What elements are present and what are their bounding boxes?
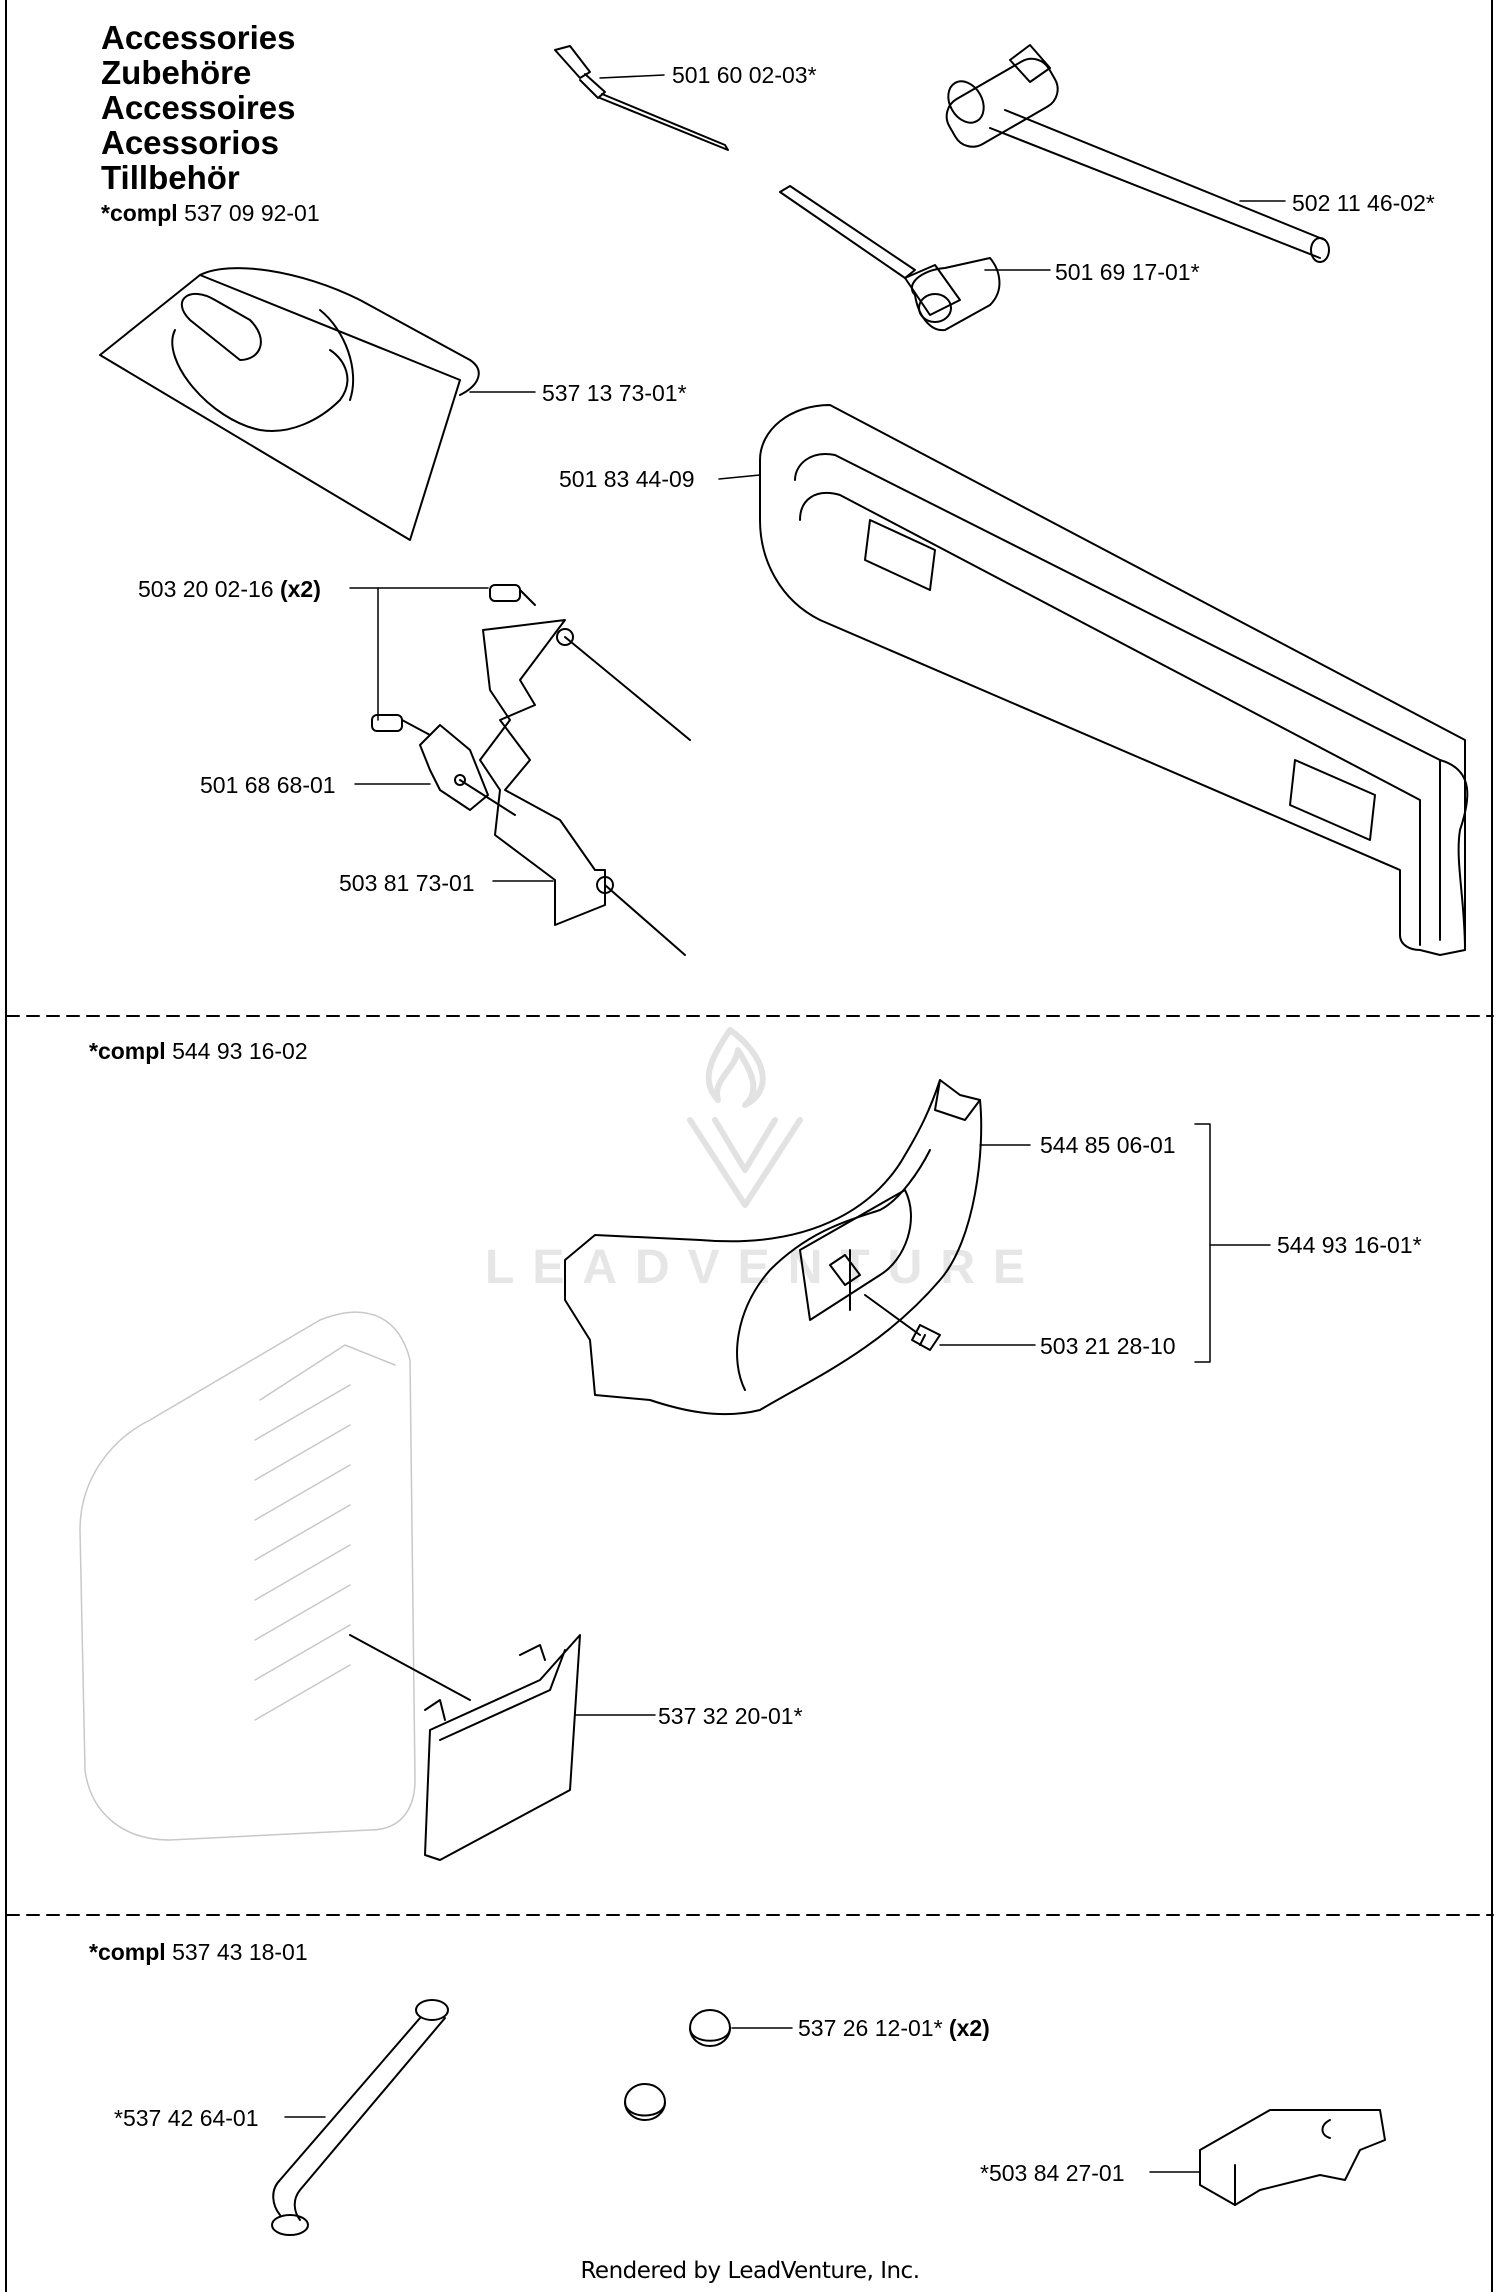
- screwdriver-wrench-icon: [779, 185, 1001, 332]
- file-tool-icon: [554, 45, 729, 151]
- part-label-537-26-12-01: 537 26 12-01* (x2): [798, 2015, 990, 2041]
- part-label-501-69-17-01: 501 69 17-01*: [1055, 259, 1200, 285]
- part-label-537-32-20-01: 537 32 20-01*: [658, 1703, 803, 1729]
- part-label-501-68-68-01: 501 68 68-01: [200, 772, 336, 798]
- chain-catcher-bracket-icon: [371, 584, 691, 956]
- part-label-502-11-46-02: 502 11 46-02*: [1292, 190, 1435, 216]
- part-label-501-83-44-09: 501 83 44-09: [559, 466, 695, 492]
- tool-bag-icon: [99, 267, 480, 541]
- section-2-compl: *compl 544 93 16-02: [89, 1038, 308, 1064]
- oil-hose-icon: [271, 1999, 449, 2236]
- side-cover-icon: [564, 1079, 983, 1416]
- diagram-border: [5, 0, 1493, 2292]
- part-label-544-85-06-01: 544 85 06-01: [1040, 1132, 1176, 1158]
- part-label-537-42-64-01: *537 42 64-01: [114, 2105, 259, 2131]
- leader-lines: [284, 74, 1286, 2173]
- footer-credit: Rendered by LeadVenture, Inc.: [580, 2258, 920, 2284]
- combination-wrench-icon: [945, 44, 1330, 263]
- title-swedish: Tillbehör: [101, 159, 240, 196]
- part-label-503-84-27-01: *503 84 27-01: [980, 2160, 1125, 2186]
- title-french: Accessoires: [101, 89, 296, 126]
- block-bracket-icon: [1199, 2109, 1386, 2206]
- part-label-503-81-73-01: 503 81 73-01: [339, 870, 475, 896]
- filter-cover-icon: [349, 1634, 581, 1861]
- title-german: Zubehöre: [101, 54, 252, 91]
- section-3-compl: *compl 537 43 18-01: [89, 1939, 308, 1965]
- watermark-logo-icon: [687, 1027, 803, 1208]
- part-label-501-60-02-03: 501 60 02-03*: [672, 62, 817, 88]
- part-label-544-93-16-01: 544 93 16-01*: [1277, 1232, 1422, 1258]
- title-english: Accessories: [101, 19, 296, 56]
- section-1-compl: *compl 537 09 92-01: [101, 200, 320, 226]
- rubber-plug-icon: [624, 2009, 731, 2121]
- title-portuguese: Acessorios: [101, 124, 279, 161]
- screw-icon: [864, 1294, 941, 1351]
- part-label-537-13-73-01: 537 13 73-01*: [542, 380, 687, 406]
- bar-guard-icon: [759, 404, 1469, 956]
- part-label-503-20-02-16: 503 20 02-16 (x2): [138, 576, 321, 602]
- filter-housing-icon: [79, 1311, 416, 1841]
- part-label-503-21-28-10: 503 21 28-10: [1040, 1333, 1176, 1359]
